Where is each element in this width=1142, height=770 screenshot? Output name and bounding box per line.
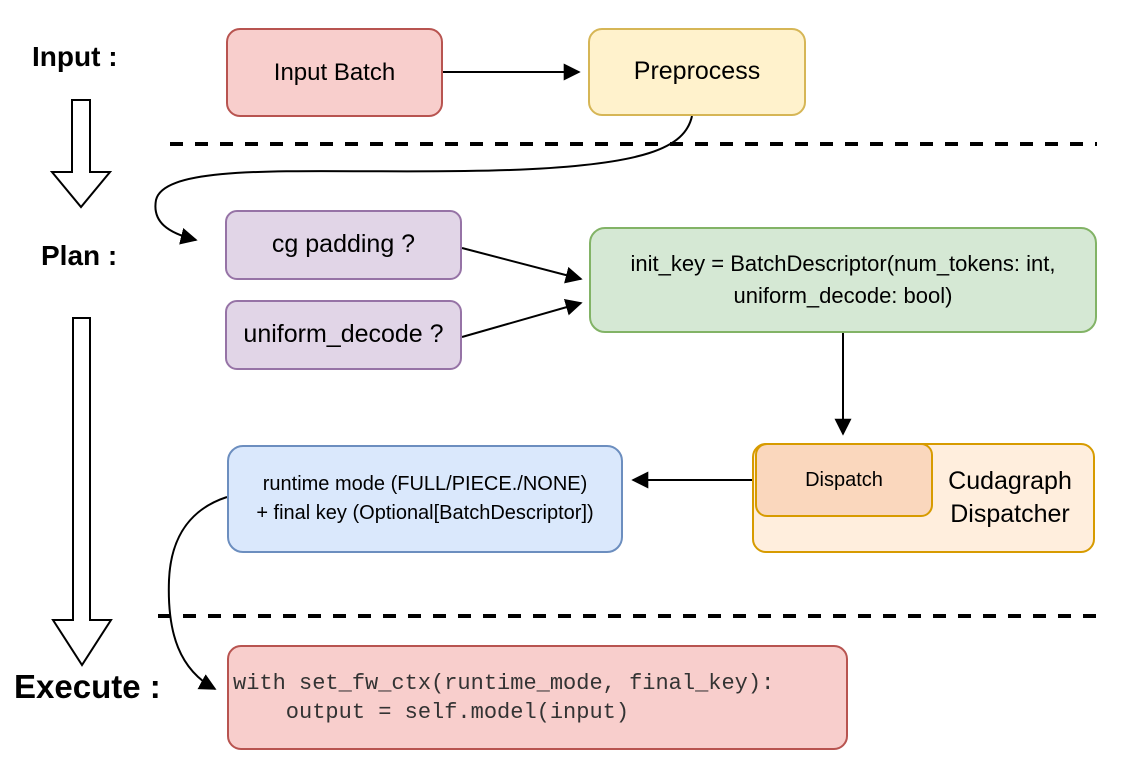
- execute-code-line2: output = self.model(input): [233, 699, 630, 725]
- edge-cgpadding-to-initkey: [461, 247, 583, 284]
- node-preprocess: Preprocess: [588, 28, 806, 116]
- stage-label-plan: Plan :: [41, 240, 118, 271]
- cudagraph-label-line1: Cudagraph: [948, 467, 1072, 495]
- node-preprocess-label: Preprocess: [633, 57, 761, 86]
- node-uniform-decode: uniform_decode ?: [225, 300, 462, 370]
- node-cudagraph-dispatcher-label: Cudagraph Dispatcher: [927, 445, 1093, 551]
- node-init-key: init_key = BatchDescriptor(num_tokens: i…: [589, 227, 1097, 333]
- node-uniform-decode-label: uniform_decode ?: [243, 320, 444, 349]
- node-dispatch-label: Dispatch: [805, 468, 883, 491]
- node-runtime-mode: runtime mode (FULL/PIECE./NONE) + final …: [227, 445, 623, 553]
- node-cg-padding-label: cg padding ?: [271, 230, 416, 259]
- node-execute-code: with set_fw_ctx(runtime_mode, final_key)…: [227, 645, 848, 750]
- node-init-key-line1: init_key = BatchDescriptor(num_tokens: i…: [630, 251, 1056, 276]
- stage-label-execute: Execute :: [14, 668, 161, 705]
- node-cg-padding: cg padding ?: [225, 210, 462, 280]
- edge-runtimemode-to-executecode: [167, 496, 228, 690]
- input-stage-block-arrow: [49, 99, 113, 209]
- node-init-key-line2: uniform_decode: bool): [733, 283, 953, 308]
- node-runtime-mode-line1: runtime mode (FULL/PIECE./NONE): [262, 473, 588, 495]
- edge-uniformdecode-to-initkey: [461, 299, 583, 338]
- node-input-batch-label: Input Batch: [273, 58, 396, 86]
- plan-stage-block-arrow: [51, 317, 113, 667]
- stage-label-input: Input :: [32, 41, 118, 72]
- node-input-batch: Input Batch: [226, 28, 443, 117]
- execute-code-line1: with set_fw_ctx(runtime_mode, final_key)…: [233, 670, 775, 696]
- cudagraph-label-line2: Dispatcher: [950, 500, 1070, 528]
- node-runtime-mode-line2: + final key (Optional[BatchDescriptor]): [256, 502, 594, 524]
- node-dispatch: Dispatch: [755, 443, 933, 517]
